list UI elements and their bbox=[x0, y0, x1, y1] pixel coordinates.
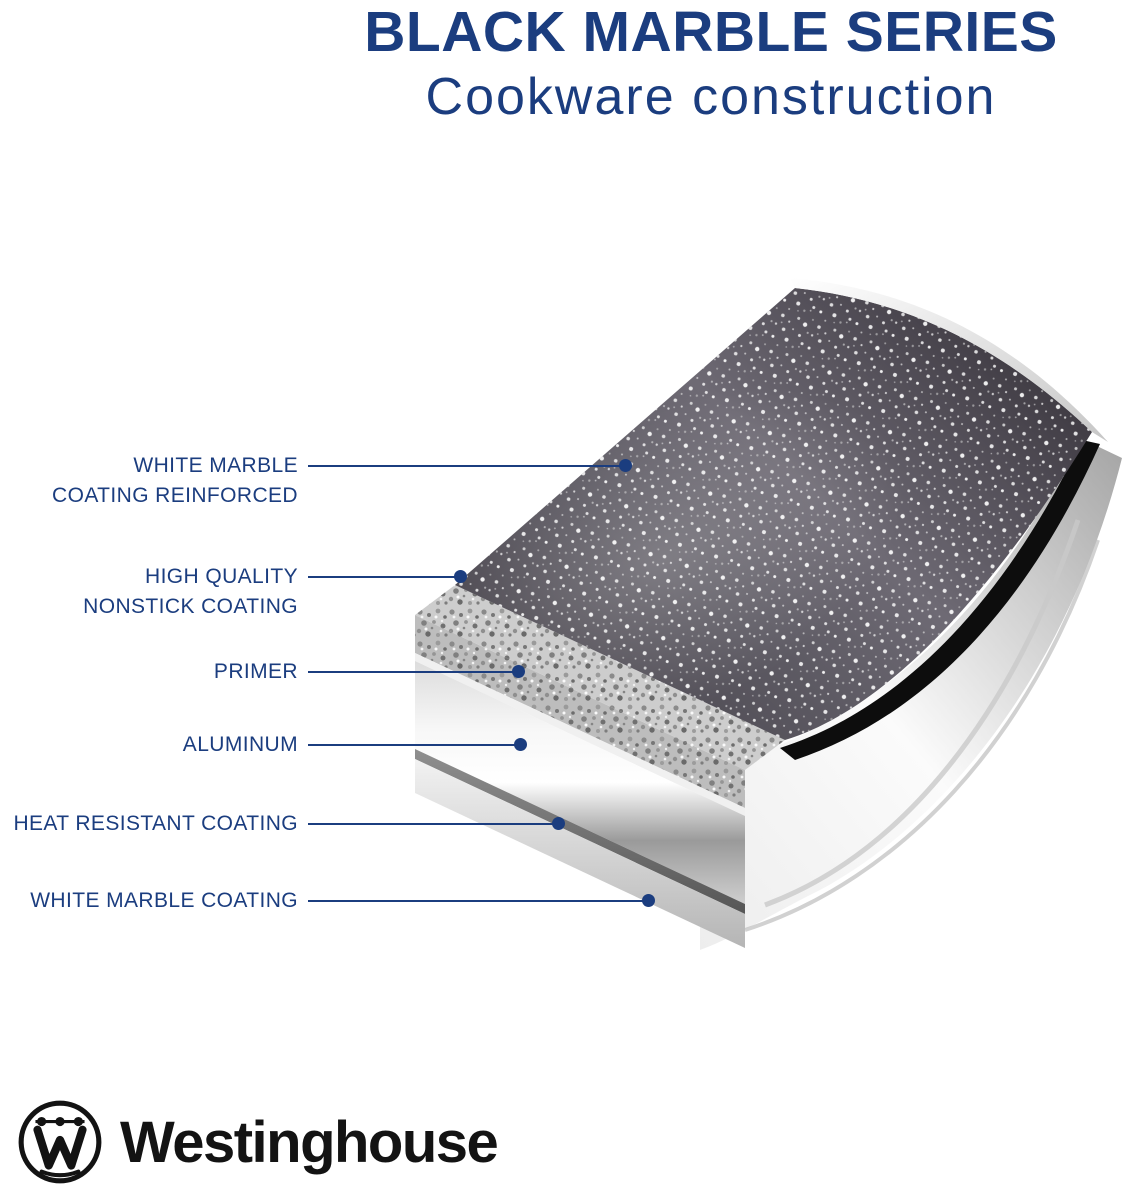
callout-label: HIGH QUALITY NONSTICK COATING bbox=[83, 565, 298, 618]
primer-highlight-strip bbox=[415, 653, 745, 816]
aluminum-layer-front bbox=[415, 661, 745, 904]
leader-dot bbox=[514, 738, 527, 751]
leader-dot bbox=[454, 570, 467, 583]
white-marble-bottom-layer-front bbox=[415, 759, 745, 948]
curl-layer-line bbox=[744, 539, 1100, 932]
callout-heat-resistant: HEAT RESISTANT COATING bbox=[0, 809, 565, 839]
westinghouse-logo-icon bbox=[18, 1100, 102, 1184]
page-subtitle: Cookware construction bbox=[425, 68, 997, 126]
brand-wordmark: Westinghouse bbox=[120, 1109, 499, 1175]
callout-white-marble-coating: WHITE MARBLE COATING bbox=[0, 886, 655, 916]
callout-nonstick-coating: HIGH QUALITY NONSTICK COATING bbox=[0, 562, 467, 622]
primer-layer-front-texture bbox=[415, 615, 745, 808]
page-title: BLACK MARBLE SERIES bbox=[364, 0, 1058, 64]
callout-aluminum: ALUMINUM bbox=[0, 730, 527, 760]
leader-line bbox=[308, 823, 553, 825]
callout-primer: PRIMER bbox=[0, 657, 525, 687]
nonstick-underside-edge bbox=[780, 440, 1100, 760]
leader-dot bbox=[552, 817, 565, 830]
brand-block: Westinghouse bbox=[14, 1096, 499, 1188]
callout-white-marble-reinforced: WHITE MARBLE COATING REINFORCED bbox=[0, 451, 632, 511]
leader-line bbox=[308, 465, 620, 467]
callout-label: ALUMINUM bbox=[182, 733, 298, 756]
leader-line bbox=[308, 744, 515, 746]
leader-dot bbox=[642, 894, 655, 907]
heat-resistant-layer-front bbox=[415, 749, 745, 914]
leader-line bbox=[308, 900, 643, 902]
leader-dot bbox=[512, 665, 525, 678]
callout-label: PRIMER bbox=[213, 660, 298, 683]
callout-label: WHITE MARBLE COATING bbox=[30, 889, 298, 912]
callout-label: WHITE MARBLE COATING REINFORCED bbox=[52, 454, 298, 507]
callout-label: HEAT RESISTANT COATING bbox=[13, 812, 298, 835]
title-block: BLACK MARBLE SERIES Cookware constructio… bbox=[288, 2, 1134, 126]
leader-line bbox=[308, 576, 455, 578]
leader-line bbox=[308, 671, 513, 673]
curl-layer-line bbox=[764, 519, 1081, 908]
primer-layer-top-texture bbox=[415, 585, 785, 770]
leader-dot bbox=[619, 459, 632, 472]
